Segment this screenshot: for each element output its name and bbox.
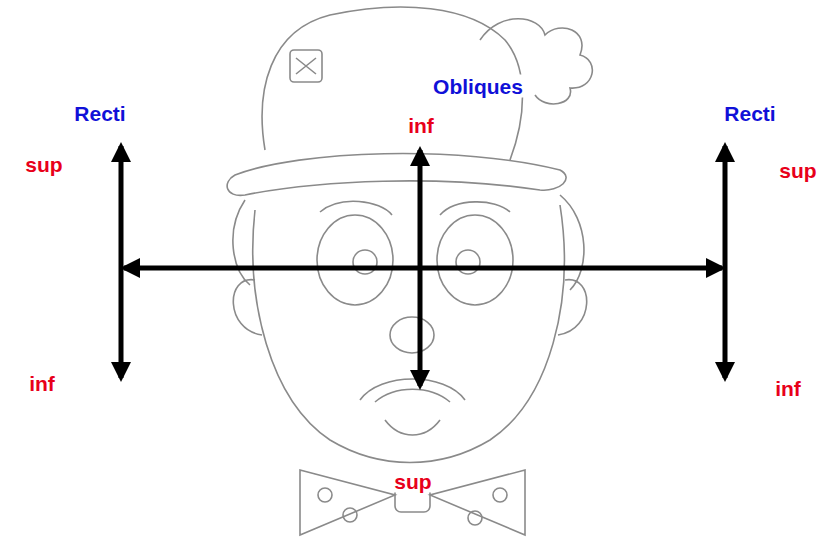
muscle-group-label: Recti <box>71 102 128 125</box>
bow-tie <box>300 470 525 535</box>
direction-label: sup <box>22 153 65 176</box>
horizontal-arrow <box>124 266 722 271</box>
hat-brim <box>227 154 566 196</box>
ears <box>233 280 586 335</box>
dot <box>493 488 507 502</box>
action-arrows <box>121 146 725 386</box>
vertical-arrow <box>723 146 728 378</box>
dot <box>318 488 332 502</box>
right-eye <box>437 215 513 305</box>
hat-badge <box>290 50 322 82</box>
nose <box>390 317 434 353</box>
face-outline <box>253 205 564 463</box>
clown-sketch <box>227 7 592 535</box>
hair <box>233 195 584 290</box>
muscle-group-label: Recti <box>721 102 778 125</box>
direction-label: inf <box>26 372 58 395</box>
left-eye <box>317 215 393 305</box>
direction-label: sup <box>391 470 434 493</box>
dot <box>343 508 357 522</box>
dot <box>468 511 482 525</box>
direction-label: sup <box>776 159 819 182</box>
mouth <box>360 379 465 435</box>
hat-badge-mark <box>296 58 316 74</box>
direction-label: inf <box>772 377 804 400</box>
direction-label: inf <box>405 114 437 137</box>
muscle-group-label: Obliques <box>430 75 526 98</box>
brows <box>320 201 510 215</box>
vertical-arrow <box>119 146 124 378</box>
